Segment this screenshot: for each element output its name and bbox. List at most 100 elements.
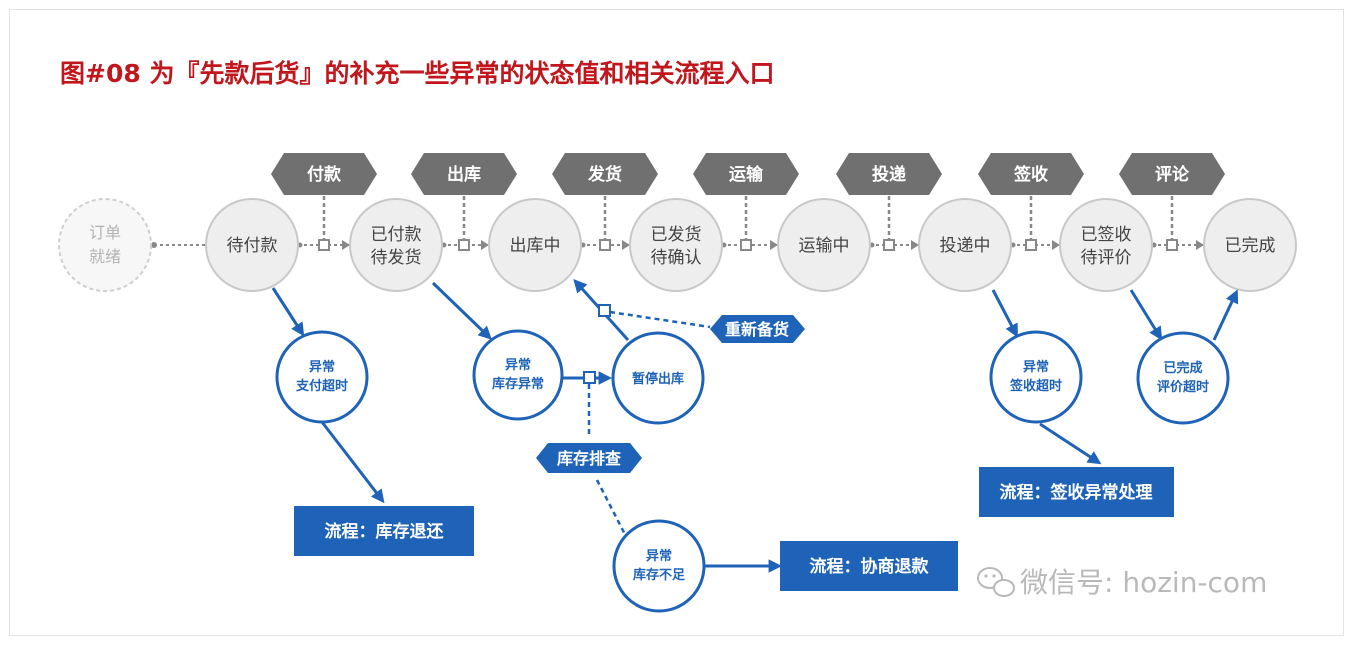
state-label: 投递中 [940, 236, 991, 256]
state-label: 已完成 [1225, 236, 1276, 256]
action-tag-label: 出库 [447, 164, 481, 185]
exception-pay-timeout: 异常 支付超时 [275, 330, 369, 424]
flow-arrowhead [1052, 240, 1060, 250]
tag-stock-check-label: 库存排查 [557, 449, 621, 468]
exception-shortage-label-2: 库存不足 [633, 567, 686, 583]
exception-flows [271, 278, 1239, 573]
exception-shortage-label-1: 异常 [646, 548, 672, 564]
arrow-pay-timeout [271, 287, 305, 337]
flow-junction [599, 239, 611, 251]
exception-stock: 异常 库存异常 [472, 329, 564, 421]
exception-stock-label-1: 异常 [505, 357, 531, 373]
action-tag-5: 投递 [836, 153, 942, 195]
state-label-2: 待发货 [371, 248, 422, 268]
exception-action-tags: 重新备货 库存排查 [536, 315, 805, 473]
state-node-s3: 出库中 [488, 198, 582, 292]
state-node-s5: 运输中 [777, 198, 871, 292]
state-label-2: 待评价 [1081, 248, 1132, 268]
action-tag-1: 付款 [271, 153, 377, 195]
arrow-sign-timeout [991, 289, 1018, 338]
exception-sign-timeout-label-1: 异常 [1023, 359, 1049, 375]
action-tag-label: 评论 [1155, 164, 1190, 185]
exception-shortage: 异常 库存不足 [612, 519, 706, 613]
state-label-2: 待确认 [651, 248, 702, 268]
state-label-1: 已发货 [651, 225, 702, 245]
exception-suspend: 暂停出库 [611, 331, 705, 425]
exception-sign-timeout: 异常 签收超时 [989, 330, 1083, 424]
state-node-s6: 投递中 [918, 198, 1012, 292]
restock-tag-connector [609, 310, 711, 329]
process-stock-return-label: 流程：库存退还 [325, 521, 445, 542]
main-flow-connectors [151, 196, 1204, 251]
action-tag-label: 付款 [307, 164, 342, 185]
flow-junction [1166, 239, 1178, 251]
flow-junction [318, 239, 330, 251]
arrow-stock-exception [431, 281, 492, 340]
state-label: 运输中 [799, 236, 850, 256]
action-tag-3: 发货 [552, 153, 658, 195]
start-node-circle [58, 198, 152, 292]
process-negotiate-refund-label: 流程：协商退款 [810, 556, 930, 577]
exception-stock-label-2: 库存异常 [492, 376, 544, 392]
action-tag-label: 发货 [587, 164, 622, 185]
diagram-title: 图#08 为『先款后货』的补充一些异常的状态值和相关流程入口 [60, 59, 774, 88]
arrow-review-timeout [1129, 289, 1163, 341]
junction-restock [598, 304, 611, 317]
exception-sign-timeout-label-2: 签收超时 [1009, 378, 1062, 394]
junction-suspend [583, 371, 596, 384]
process-sign-exception: 流程：签收异常处理 [979, 467, 1174, 517]
exception-pay-timeout-label-1: 异常 [309, 359, 335, 375]
start-node-label-2: 就绪 [89, 247, 121, 266]
wechat-icon [977, 567, 1015, 597]
start-connector-dot [151, 242, 157, 248]
exception-suspend-label: 暂停出库 [632, 371, 684, 387]
action-tags: 付款 出库 发货 运输 投递 签收 评论 [271, 153, 1225, 195]
tag-stock-check: 库存排查 [536, 443, 642, 473]
watermark-text: 微信号: hozin-com [1020, 566, 1267, 599]
flow-arrowhead [342, 240, 350, 250]
state-node-s8: 已完成 [1203, 198, 1297, 292]
exception-state-nodes: 异常 支付超时 异常 库存异常 暂停出库 异常 库存不足 异常 签收超时 已完成… [275, 329, 1230, 613]
exception-review-timeout-label-2: 评价超时 [1157, 379, 1209, 395]
watermark: 微信号: hozin-com [977, 566, 1267, 599]
flow-arrowhead [770, 240, 778, 250]
state-label: 待付款 [227, 236, 278, 256]
state-node-s1: 待付款 [205, 198, 299, 292]
flow-arrowhead [1196, 240, 1204, 250]
flow-junction [883, 239, 895, 251]
flow-arrowhead [622, 240, 630, 250]
flow-junction [740, 239, 752, 251]
state-label: 出库中 [510, 236, 561, 256]
action-tag-label: 运输 [729, 164, 764, 185]
exception-review-timeout: 已完成 评价超时 [1136, 331, 1230, 425]
action-tag-4: 运输 [693, 153, 799, 195]
tag-restock-label: 重新备货 [725, 320, 789, 339]
arrow-to-complete [1212, 289, 1239, 341]
flow-arrowhead [481, 240, 489, 250]
exception-pay-timeout-label-2: 支付超时 [295, 378, 348, 394]
start-node-label-1: 订单 [89, 223, 121, 242]
process-sign-exception-label: 流程：签收异常处理 [1000, 482, 1153, 503]
state-label-1: 已付款 [371, 225, 422, 245]
action-tag-2: 出库 [411, 153, 517, 195]
flow-junction [1025, 239, 1037, 251]
action-tag-7: 评论 [1119, 153, 1225, 195]
action-tag-label: 投递 [872, 164, 906, 185]
process-boxes: 流程：库存退还 流程：协商退款 流程：签收异常处理 [294, 467, 1174, 591]
tag-restock: 重新备货 [710, 315, 805, 343]
process-stock-return: 流程：库存退还 [294, 506, 474, 556]
state-label-1: 已签收 [1081, 225, 1132, 245]
process-negotiate-refund: 流程：协商退款 [780, 541, 958, 591]
flow-junction [458, 239, 470, 251]
arrow-to-stock-return [320, 421, 385, 504]
exception-review-timeout-label-1: 已完成 [1163, 360, 1202, 376]
start-node: 订单 就绪 [58, 198, 152, 292]
arrow-to-sign-process [1039, 422, 1102, 465]
action-tag-label: 签收 [1013, 164, 1048, 185]
flow-arrowhead [911, 240, 919, 250]
